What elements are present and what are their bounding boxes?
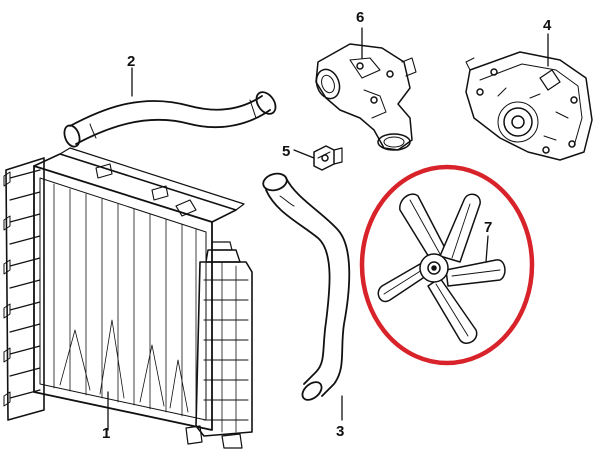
cooling-fan <box>377 193 506 344</box>
callout-3: 3 <box>336 423 344 440</box>
callout-4: 4 <box>543 17 552 34</box>
thermostat-housing <box>315 43 417 151</box>
temperature-sensor <box>313 145 343 171</box>
highlight-circle <box>359 164 535 366</box>
callout-2: 2 <box>127 53 135 70</box>
callout-6: 6 <box>356 9 364 26</box>
callout-1: 1 <box>102 425 110 442</box>
upper-radiator-hose <box>63 91 277 148</box>
lower-radiator-hose <box>262 172 351 401</box>
water-pump <box>465 51 593 161</box>
callout-5: 5 <box>282 143 290 160</box>
radiator <box>3 147 253 449</box>
callout-7: 7 <box>484 219 492 236</box>
leader-lines <box>107 27 549 431</box>
